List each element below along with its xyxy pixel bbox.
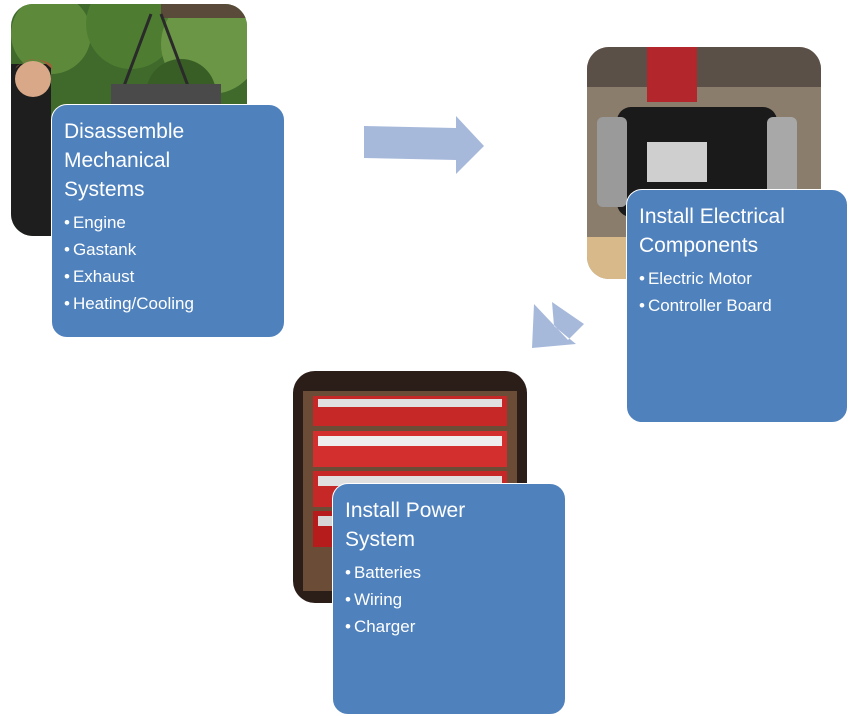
step-2-title: Install Electrical Components [639, 202, 835, 260]
step-1-title: Disassemble Mechanical Systems [64, 117, 272, 204]
bullet-text: Engine [72, 213, 126, 232]
bullet-icon: • [345, 563, 351, 582]
bullet-text: Heating/Cooling [72, 294, 194, 313]
step-1-title-line: Mechanical [64, 149, 171, 172]
bullet-icon: • [639, 296, 645, 315]
bullet-text: Batteries [353, 563, 422, 582]
step-1-title-line: Systems [64, 178, 145, 201]
step-3-title-line: System [345, 528, 416, 551]
bullet-icon: • [345, 617, 351, 636]
bullet-icon: • [64, 213, 70, 232]
step-3-card: Install Power System •Batteries •Wiring … [332, 483, 566, 715]
list-item: •Heating/Cooling [64, 290, 272, 317]
bullet-text: Wiring [353, 590, 403, 609]
arrow-down-left-icon [532, 302, 584, 348]
bullet-text: Electric Motor [647, 269, 752, 288]
step-3-title-line: Install Power [345, 499, 466, 522]
bullet-text: Gastank [72, 240, 137, 259]
step-2-bullets: •Electric Motor •Controller Board [639, 265, 835, 319]
list-item: •Electric Motor [639, 265, 835, 292]
bullet-text: Charger [353, 617, 416, 636]
bullet-text: Controller Board [647, 296, 772, 315]
bullet-icon: • [64, 294, 70, 313]
list-item: •Engine [64, 209, 272, 236]
arrow-right-icon [364, 116, 484, 174]
list-item: •Controller Board [639, 292, 835, 319]
step-2-card: Install Electrical Components •Electric … [626, 189, 848, 423]
bullet-text: Exhaust [72, 267, 135, 286]
list-item: •Batteries [345, 559, 553, 586]
step-3-bullets: •Batteries •Wiring •Charger [345, 559, 553, 640]
list-item: •Exhaust [64, 263, 272, 290]
list-item: •Wiring [345, 586, 553, 613]
step-3-title: Install Power System [345, 496, 553, 554]
step-2-title-line: Install Electrical [639, 205, 785, 228]
bullet-icon: • [64, 240, 70, 259]
bullet-icon: • [639, 269, 645, 288]
step-2-title-line: Components [639, 234, 759, 257]
step-1-bullets: •Engine •Gastank •Exhaust •Heating/Cooli… [64, 209, 272, 317]
step-1-title-line: Disassemble [64, 120, 185, 143]
list-item: •Charger [345, 613, 553, 640]
bullet-icon: • [64, 267, 70, 286]
step-1-card: Disassemble Mechanical Systems •Engine •… [51, 104, 285, 338]
bullet-icon: • [345, 590, 351, 609]
list-item: •Gastank [64, 236, 272, 263]
